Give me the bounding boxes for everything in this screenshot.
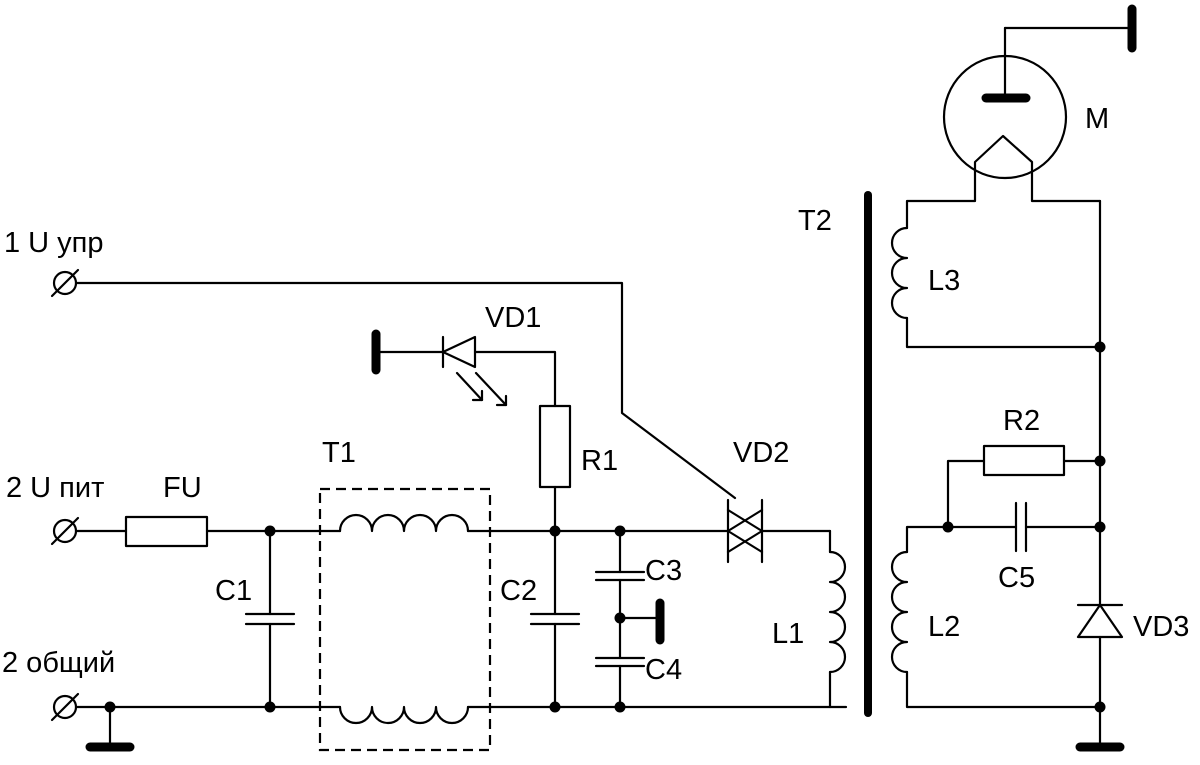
resistor-r2 bbox=[982, 444, 1066, 477]
label-c4: C4 bbox=[645, 654, 682, 686]
wire-control bbox=[74, 281, 737, 500]
label-vd1: VD1 bbox=[485, 302, 541, 334]
capacitor-c1 bbox=[244, 529, 296, 709]
terminal-u-supply bbox=[50, 516, 80, 546]
label-r2: R2 bbox=[1003, 405, 1040, 437]
label-vd3: VD3 bbox=[1133, 611, 1189, 643]
capacitor-c4 bbox=[594, 616, 646, 709]
inductor-l3 bbox=[890, 173, 1102, 349]
terminal-u-ctrl bbox=[50, 268, 80, 298]
t1-winding-bottom bbox=[338, 705, 470, 725]
fuse-fu bbox=[124, 515, 209, 548]
wire-r2-left bbox=[946, 459, 986, 529]
capacitor-c5 bbox=[946, 501, 1102, 553]
inductor-l2 bbox=[890, 525, 1102, 709]
junction-dots bbox=[104, 341, 1106, 713]
led-vd1 bbox=[441, 335, 508, 407]
t1-enclosure bbox=[318, 487, 492, 752]
label-l1: L1 bbox=[772, 618, 804, 650]
label-vd2: VD2 bbox=[733, 437, 789, 469]
magnetron-m bbox=[942, 26, 1068, 180]
label-t1: T1 bbox=[322, 437, 356, 469]
label-c1: C1 bbox=[215, 575, 252, 607]
capacitor-c2 bbox=[529, 529, 581, 709]
label-l2: L2 bbox=[928, 611, 960, 643]
label-t2: T2 bbox=[798, 205, 832, 237]
wire-r1-top bbox=[473, 350, 557, 408]
label-u-ctrl: 1 U упр bbox=[4, 227, 104, 259]
label-c2: C2 bbox=[500, 575, 537, 607]
label-r1: R1 bbox=[581, 445, 618, 477]
label-c3: C3 bbox=[645, 555, 682, 587]
label-u-supply: 2 U пит bbox=[6, 472, 104, 504]
label-common: 2 общий bbox=[2, 647, 115, 679]
label-fu: FU bbox=[163, 472, 202, 504]
resistor-r1 bbox=[538, 404, 572, 489]
diode-vd3 bbox=[1076, 603, 1124, 709]
wire-magnetron-filament bbox=[1030, 173, 1102, 203]
t1-winding-top bbox=[338, 513, 470, 533]
label-c5: C5 bbox=[998, 562, 1035, 594]
triac-vd2 bbox=[726, 498, 764, 564]
terminal-common bbox=[50, 692, 80, 722]
label-m: M bbox=[1085, 103, 1109, 135]
inductor-l1 bbox=[828, 529, 847, 709]
capacitor-c3 bbox=[594, 529, 646, 620]
label-l3: L3 bbox=[928, 265, 960, 297]
